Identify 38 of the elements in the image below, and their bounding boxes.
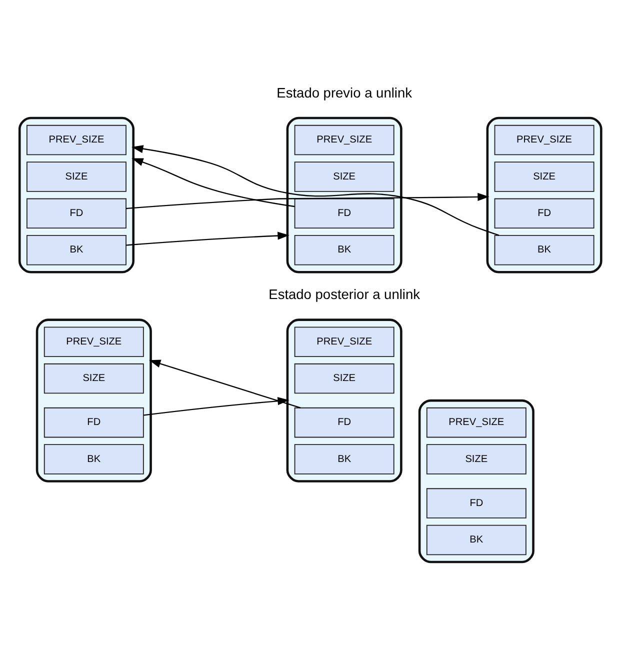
node-box: PREV_SIZE (26, 124, 126, 155)
node-box: SIZE (26, 161, 126, 192)
arrow (132, 158, 295, 207)
node-box: PREV_SIZE (494, 124, 594, 155)
node-box: PREV_SIZE (44, 326, 144, 356)
cluster (286, 116, 402, 273)
node-box: BK (44, 444, 144, 474)
node-box: SIZE (426, 444, 526, 474)
node-box: FD (294, 406, 394, 438)
node-box: FD (494, 198, 594, 228)
arrow (126, 192, 490, 209)
node-box: BK (294, 234, 394, 265)
node-box: FD (44, 406, 144, 438)
arrow (126, 231, 290, 246)
node-box: FD (294, 198, 394, 228)
node-box: FD (26, 198, 126, 228)
node-box: PREV_SIZE (426, 406, 526, 438)
arrow (149, 359, 301, 408)
label: Estado posterior a unlink (268, 286, 420, 302)
node-box: BK (494, 234, 594, 265)
node-box: SIZE (294, 362, 394, 394)
cluster (486, 116, 602, 273)
label: Estado previo a unlink (276, 84, 412, 100)
cluster (418, 398, 534, 563)
cluster (18, 116, 134, 273)
arrow (144, 396, 290, 416)
cluster (286, 318, 402, 482)
node-box: FD (426, 488, 526, 518)
node-box: BK (426, 524, 526, 555)
cluster (36, 318, 152, 482)
node-box: SIZE (294, 161, 394, 192)
node-box: PREV_SIZE (294, 326, 394, 356)
node-box: SIZE (494, 161, 594, 192)
node-box: PREV_SIZE (294, 124, 394, 155)
node-box: BK (26, 234, 126, 265)
node-box: SIZE (44, 362, 144, 394)
node-box: BK (294, 444, 394, 474)
arrow (132, 144, 500, 236)
